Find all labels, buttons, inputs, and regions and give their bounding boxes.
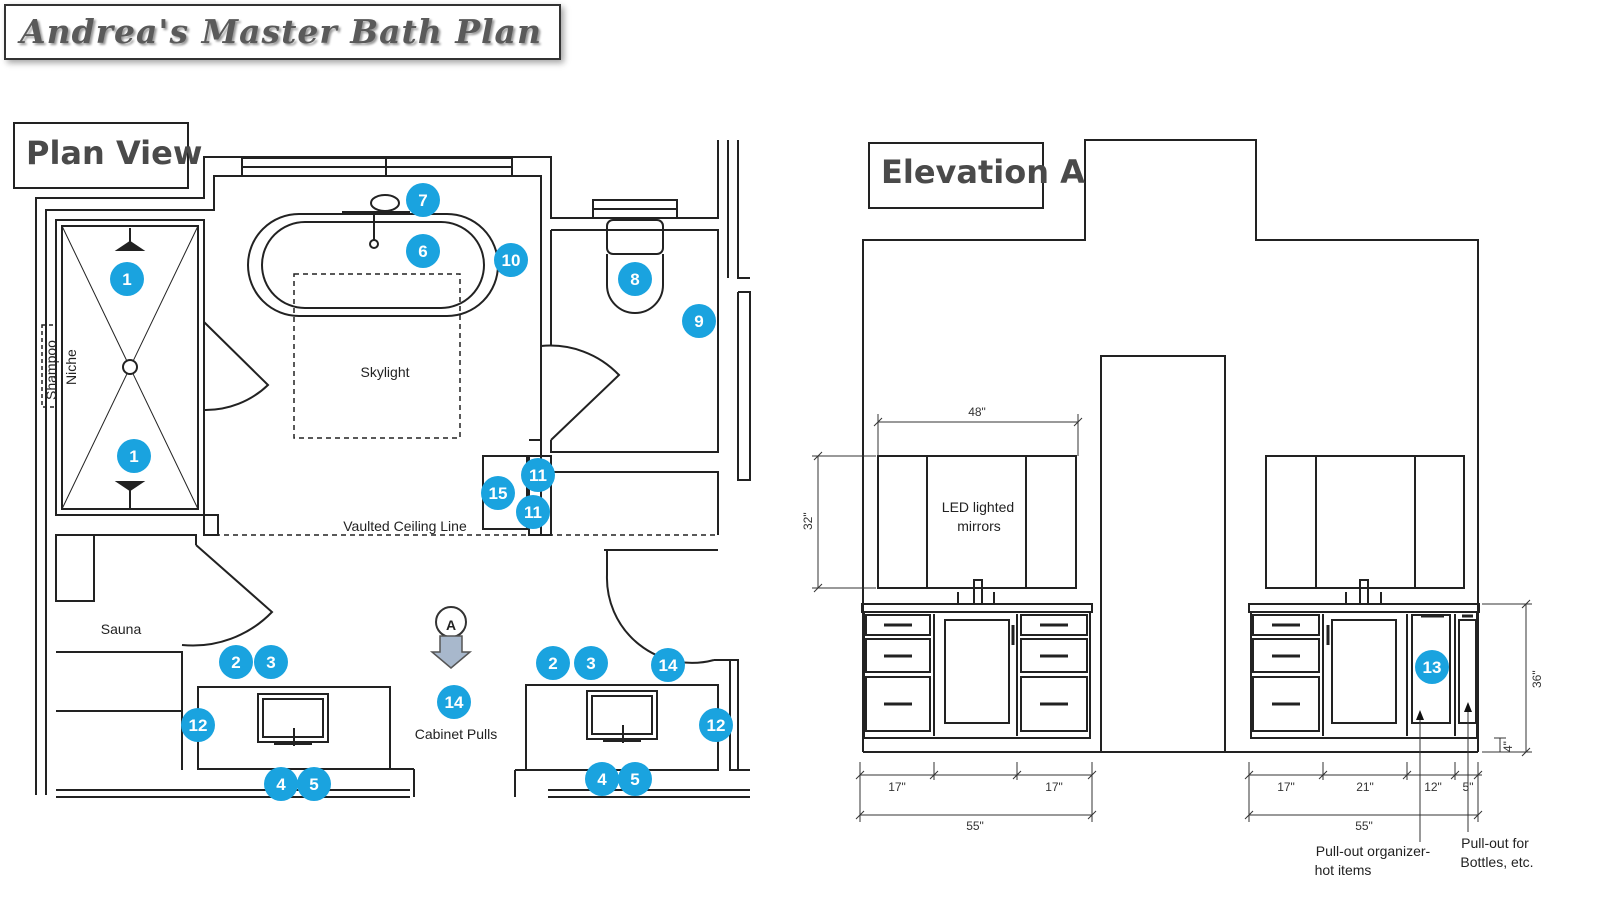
sauna-label: Sauna <box>101 621 142 637</box>
callout-badge-5-circle <box>618 762 652 796</box>
page-title: Andrea's Master Bath Plan <box>20 12 542 51</box>
title-banner: Andrea's Master Bath Plan <box>4 4 561 60</box>
callout-badge-12-circle <box>181 708 215 742</box>
callout-badge-5: 5 <box>630 770 639 789</box>
callout-badge-15-circle <box>481 476 515 510</box>
callout-badge-5-circle <box>297 767 331 801</box>
note-pullout-organizer-line2: hot items <box>1315 862 1372 878</box>
callout-badge-3: 3 <box>266 653 275 672</box>
callout-badge-8: 8 <box>630 270 639 289</box>
dim-right-21: 21" <box>1356 780 1374 794</box>
callout-badge-15: 15 <box>489 484 508 503</box>
elevation-heading-box <box>868 142 1044 209</box>
callout-badge-4: 4 <box>276 775 286 794</box>
callout-badge-3-circle <box>254 645 288 679</box>
dim-left-17a: 17" <box>888 780 906 794</box>
callout-badge-11-circle <box>516 495 550 529</box>
dim-mirror-height: 32" <box>801 512 815 530</box>
callout-badge-9: 9 <box>694 312 703 331</box>
callout-badge-11-circle <box>521 458 555 492</box>
dim-right-total: 55" <box>1355 819 1373 833</box>
callout-badge-1-circle <box>110 262 144 296</box>
callout-badge-6-circle <box>406 234 440 268</box>
dim-right-12: 12" <box>1424 780 1442 794</box>
plan-view-heading-box <box>13 122 189 189</box>
note-pullout-bottles-line2: Bottles, etc. <box>1460 854 1533 870</box>
callout-badge-10: 10 <box>502 251 521 270</box>
callout-badge-4-circle <box>264 767 298 801</box>
dim-right-5: 5" <box>1463 780 1474 794</box>
dim-mirror-width: 48" <box>968 405 986 419</box>
callout-badge-13: 13 <box>1423 658 1442 677</box>
callout-badge-7-circle <box>406 183 440 217</box>
callout-badge-8-circle <box>618 262 652 296</box>
cabinet-pulls-label: Cabinet Pulls <box>415 726 498 742</box>
callout-badge-12-circle <box>699 708 733 742</box>
callout-badge-1-circle <box>117 439 151 473</box>
callout-badge-3-circle <box>574 646 608 680</box>
plan-view-heading: Plan View <box>26 134 202 172</box>
dim-toe-kick: 4" <box>1501 741 1515 752</box>
callout-badge-4: 4 <box>597 770 607 789</box>
callout-badge-10-circle <box>494 243 528 277</box>
elevation-heading: Elevation A <box>881 153 1085 191</box>
callout-badge-3: 3 <box>586 654 595 673</box>
callout-badge-4-circle <box>585 762 619 796</box>
callout-badge-11: 11 <box>524 503 542 522</box>
mirror-label-line2: mirrors <box>957 518 1001 534</box>
dim-left-total: 55" <box>966 819 984 833</box>
vaulted-ceiling-label: Vaulted Ceiling Line <box>343 518 467 534</box>
elevation-marker-a: A <box>446 617 456 633</box>
callout-badge-11: 11 <box>529 466 547 485</box>
callout-badge-7: 7 <box>418 191 427 210</box>
callout-badge-2: 2 <box>231 653 240 672</box>
skylight-label: Skylight <box>360 364 409 380</box>
callout-badge-2-circle <box>536 646 570 680</box>
callout-badge-1: 1 <box>129 447 138 466</box>
callout-badge-6: 6 <box>418 242 427 261</box>
note-pullout-organizer-line1: Pull-out organizer- <box>1316 843 1431 859</box>
callout-badge-12: 12 <box>189 716 208 735</box>
callout-badge-1: 1 <box>122 270 131 289</box>
callout-badge-14: 14 <box>445 693 464 712</box>
mirror-label-line1: LED lighted <box>942 499 1014 515</box>
shampoo-label: Shampoo <box>43 340 59 400</box>
callout-badge-12: 12 <box>707 716 726 735</box>
callout-badge-2: 2 <box>548 654 557 673</box>
dim-right-17: 17" <box>1277 780 1295 794</box>
callout-badge-5: 5 <box>309 775 318 794</box>
callout-badge-13-circle <box>1415 650 1449 684</box>
dim-vanity-height: 36" <box>1530 670 1544 688</box>
callout-badge-14-circle <box>651 648 685 682</box>
dim-left-17b: 17" <box>1045 780 1063 794</box>
callout-badge-2-circle <box>219 645 253 679</box>
note-pullout-bottles-line1: Pull-out for <box>1461 835 1529 851</box>
niche-label: Niche <box>63 349 79 385</box>
callout-badge-14-circle <box>437 685 471 719</box>
callout-badge-14: 14 <box>659 656 678 675</box>
callout-badge-9-circle <box>682 304 716 338</box>
